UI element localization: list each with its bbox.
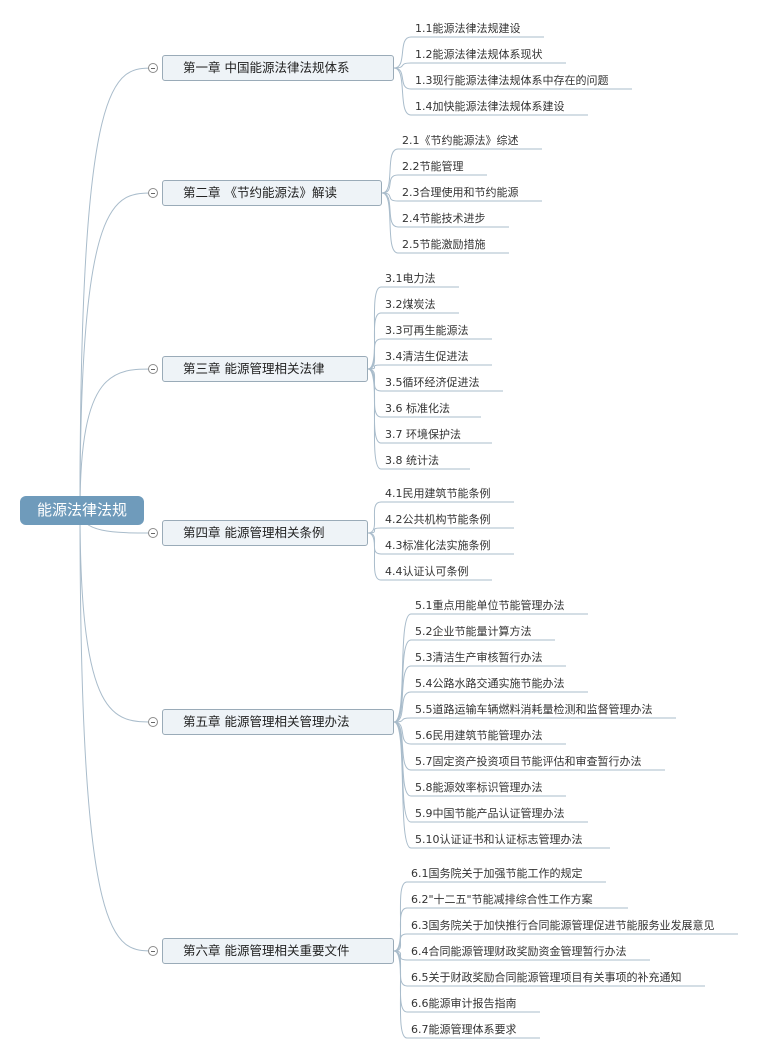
leaf-node[interactable]: 3.5循环经济促进法 — [385, 376, 480, 389]
collapse-toggle-icon[interactable] — [148, 63, 158, 73]
leaf-link — [393, 933, 408, 952]
leaf-node[interactable]: 1.1能源法律法规建设 — [415, 22, 521, 35]
collapse-toggle-icon[interactable] — [148, 188, 158, 198]
leaf-link — [393, 67, 412, 116]
leaf-link — [393, 691, 412, 723]
leaf-node[interactable]: 5.2企业节能量计算方法 — [415, 625, 532, 638]
leaf-node[interactable]: 5.9中国节能产品认证管理办法 — [415, 807, 565, 820]
leaf-link — [367, 368, 382, 470]
leaf-node[interactable]: 2.4节能技术进步 — [402, 212, 486, 225]
chapter-node-2[interactable]: 第二章 《节约能源法》解读 — [162, 180, 382, 206]
collapse-toggle-icon[interactable] — [148, 946, 158, 956]
leaf-node[interactable]: 6.3国务院关于加快推行合同能源管理促进节能服务业发展意见 — [411, 919, 715, 932]
leaf-link — [393, 665, 412, 723]
leaf-node[interactable]: 6.1国务院关于加强节能工作的规定 — [411, 867, 583, 880]
leaf-node[interactable]: 2.2节能管理 — [402, 160, 464, 173]
chapter-node-6[interactable]: 第六章 能源管理相关重要文件 — [162, 938, 394, 964]
leaf-link — [393, 721, 412, 849]
leaf-link — [381, 192, 399, 254]
collapse-toggle-icon[interactable] — [148, 364, 158, 374]
leaf-node[interactable]: 5.6民用建筑节能管理办法 — [415, 729, 543, 742]
leaf-node[interactable]: 6.2"十二五"节能减排综合性工作方案 — [411, 893, 593, 906]
leaf-link — [381, 174, 399, 194]
leaf-node[interactable]: 1.3现行能源法律法规体系中存在的问题 — [415, 74, 609, 87]
leaf-link — [393, 36, 412, 69]
root-topic[interactable]: 能源法律法规 — [20, 496, 144, 525]
leaf-node[interactable]: 1.2能源法律法规体系现状 — [415, 48, 543, 61]
root-link-3 — [79, 368, 155, 511]
leaf-node[interactable]: 5.5道路运输车辆燃料消耗量检测和监督管理办法 — [415, 703, 653, 716]
leaf-link — [393, 639, 412, 723]
chapter-node-1[interactable]: 第一章 中国能源法律法规体系 — [162, 55, 394, 81]
leaf-node[interactable]: 6.6能源审计报告指南 — [411, 997, 517, 1010]
leaf-node[interactable]: 2.1《节约能源法》综述 — [402, 134, 519, 147]
leaf-node[interactable]: 1.4加快能源法律法规体系建设 — [415, 100, 565, 113]
leaf-node[interactable]: 5.1重点用能单位节能管理办法 — [415, 599, 565, 612]
leaf-link — [367, 532, 382, 581]
collapse-toggle-icon[interactable] — [148, 528, 158, 538]
chapter-node-3[interactable]: 第三章 能源管理相关法律 — [162, 356, 368, 382]
chapter-node-4[interactable]: 第四章 能源管理相关条例 — [162, 520, 368, 546]
root-link-2 — [79, 192, 155, 511]
root-link-6 — [79, 509, 155, 952]
leaf-node[interactable]: 2.5节能激励措施 — [402, 238, 486, 251]
leaf-node[interactable]: 4.1民用建筑节能条例 — [385, 487, 491, 500]
leaf-link — [393, 950, 408, 1039]
leaf-node[interactable]: 3.3可再生能源法 — [385, 324, 469, 337]
leaf-link — [367, 312, 382, 370]
leaf-node[interactable]: 5.10认证证书和认证标志管理办法 — [415, 833, 583, 846]
leaf-node[interactable]: 5.3清洁生产审核暂行办法 — [415, 651, 543, 664]
leaf-node[interactable]: 4.3标准化法实施条例 — [385, 539, 491, 552]
leaf-node[interactable]: 5.8能源效率标识管理办法 — [415, 781, 543, 794]
leaf-node[interactable]: 4.4认证认可条例 — [385, 565, 469, 578]
leaf-link — [393, 613, 412, 723]
leaf-node[interactable]: 5.7固定资产投资项目节能评估和审查暂行办法 — [415, 755, 642, 768]
leaf-node[interactable]: 6.4合同能源管理财政奖励资金管理暂行办法 — [411, 945, 627, 958]
leaf-node[interactable]: 3.8 统计法 — [385, 454, 439, 467]
leaf-node[interactable]: 3.4清洁生促进法 — [385, 350, 469, 363]
leaf-node[interactable]: 3.2煤炭法 — [385, 298, 436, 311]
leaf-node[interactable]: 3.7 环境保护法 — [385, 428, 461, 441]
leaf-link — [393, 907, 408, 952]
collapse-toggle-icon[interactable] — [148, 717, 158, 727]
leaf-link — [367, 501, 382, 534]
leaf-node[interactable]: 3.6 标准化法 — [385, 402, 450, 415]
root-link-1 — [79, 67, 155, 511]
leaf-node[interactable]: 2.3合理使用和节约能源 — [402, 186, 519, 199]
leaf-link — [367, 338, 382, 370]
leaf-node[interactable]: 4.2公共机构节能条例 — [385, 513, 491, 526]
leaf-node[interactable]: 5.4公路水路交通实施节能办法 — [415, 677, 565, 690]
leaf-node[interactable]: 6.5关于财政奖励合同能源管理项目有关事项的补充通知 — [411, 971, 682, 984]
leaf-node[interactable]: 3.1电力法 — [385, 272, 436, 285]
leaf-node[interactable]: 6.7能源管理体系要求 — [411, 1023, 517, 1036]
chapter-node-5[interactable]: 第五章 能源管理相关管理办法 — [162, 709, 394, 735]
root-link-5 — [79, 509, 155, 723]
leaf-link — [381, 148, 399, 194]
